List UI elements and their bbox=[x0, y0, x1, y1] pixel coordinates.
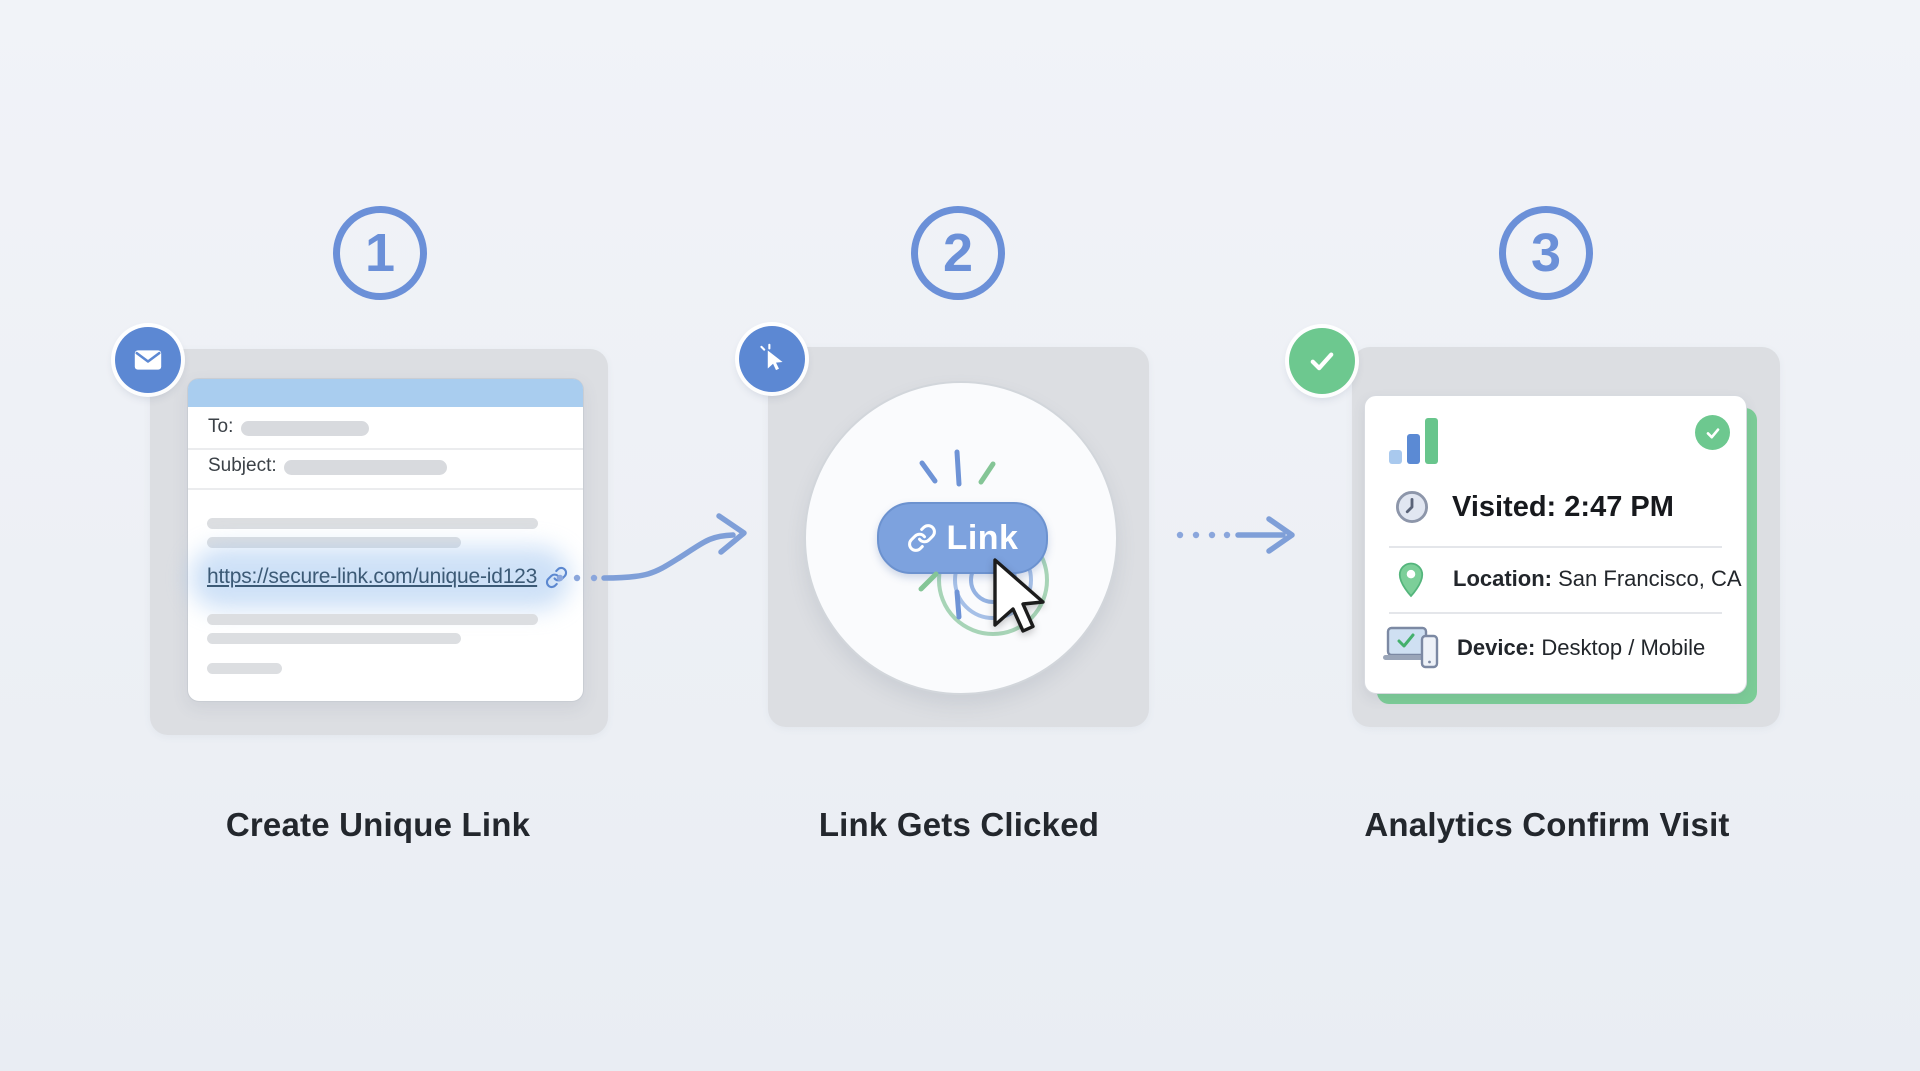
tracking-link-row: https://secure-link.com/unique-id123 bbox=[207, 565, 568, 589]
step-3-number-text: 3 bbox=[1530, 223, 1562, 283]
visited-label: Visited: bbox=[1452, 490, 1557, 523]
devices-icon bbox=[1383, 626, 1439, 669]
step-2-number-text: 2 bbox=[942, 223, 974, 283]
email-titlebar bbox=[188, 379, 583, 407]
flow-arrow-1 bbox=[556, 513, 747, 582]
step-2-number: 2 bbox=[911, 206, 1005, 300]
email-window: To: Subject: https://secure-link.com/uni… bbox=[187, 378, 584, 702]
to-placeholder-bar bbox=[241, 421, 369, 436]
subject-placeholder-bar bbox=[284, 460, 447, 475]
analytics-divider bbox=[1389, 612, 1722, 614]
email-divider bbox=[188, 488, 583, 490]
link-button[interactable]: Link bbox=[877, 502, 1048, 574]
location-label: Location: bbox=[1453, 565, 1552, 591]
cursor-arrow-icon bbox=[993, 558, 1045, 633]
email-subject-label: Subject: bbox=[208, 455, 277, 476]
link-button-label: Link bbox=[946, 518, 1019, 557]
email-to-label: To: bbox=[208, 416, 234, 437]
email-divider bbox=[188, 448, 583, 450]
step-1-caption: Create Unique Link bbox=[225, 806, 531, 843]
link-highlight-glow bbox=[190, 547, 570, 609]
check-icon bbox=[1706, 427, 1719, 438]
mail-icon bbox=[134, 350, 162, 370]
location-pin-icon bbox=[1398, 562, 1424, 598]
check-icon bbox=[1310, 352, 1334, 371]
location-value: San Francisco, CA bbox=[1558, 565, 1742, 591]
body-text-skeleton bbox=[207, 663, 282, 674]
device-value: Desktop / Mobile bbox=[1541, 635, 1706, 660]
click-burst-lines bbox=[918, 449, 996, 620]
cursor-click-icon bbox=[760, 343, 783, 371]
step-3-caption: Analytics Confirm Visit bbox=[1364, 806, 1730, 843]
step-1-number-text: 1 bbox=[364, 223, 396, 283]
location-row: Location: San Francisco, CA bbox=[1396, 559, 1742, 598]
body-text-skeleton bbox=[207, 537, 461, 548]
step-3-number: 3 bbox=[1499, 206, 1593, 300]
location-text: Location: San Francisco, CA bbox=[1453, 566, 1742, 592]
visited-text: Visited: 2:47 PM bbox=[1452, 491, 1674, 524]
analytics-card: Visited: 2:47 PM Location: San Francisco… bbox=[1364, 395, 1747, 694]
device-text: Device: Desktop / Mobile bbox=[1457, 635, 1705, 661]
tracking-link-url[interactable]: https://secure-link.com/unique-id123 bbox=[207, 565, 538, 588]
body-text-skeleton bbox=[207, 633, 461, 644]
device-row: Device: Desktop / Mobile bbox=[1382, 625, 1705, 671]
success-badge bbox=[1289, 328, 1355, 394]
visited-value: 2:47 PM bbox=[1564, 490, 1674, 523]
device-label: Device: bbox=[1457, 635, 1536, 660]
step-2-caption: Link Gets Clicked bbox=[818, 806, 1100, 843]
visited-row: Visited: 2:47 PM bbox=[1393, 488, 1674, 526]
flow-arrow-2 bbox=[1176, 516, 1295, 554]
body-text-skeleton bbox=[207, 614, 538, 625]
analytics-divider bbox=[1389, 546, 1722, 548]
mail-badge bbox=[115, 327, 181, 393]
link-chain-icon bbox=[907, 524, 936, 552]
step-1-number: 1 bbox=[333, 206, 427, 300]
body-text-skeleton bbox=[207, 518, 538, 529]
confirmed-check-badge bbox=[1695, 415, 1730, 450]
clock-icon bbox=[1396, 491, 1428, 523]
cursor-click-badge bbox=[739, 326, 805, 392]
